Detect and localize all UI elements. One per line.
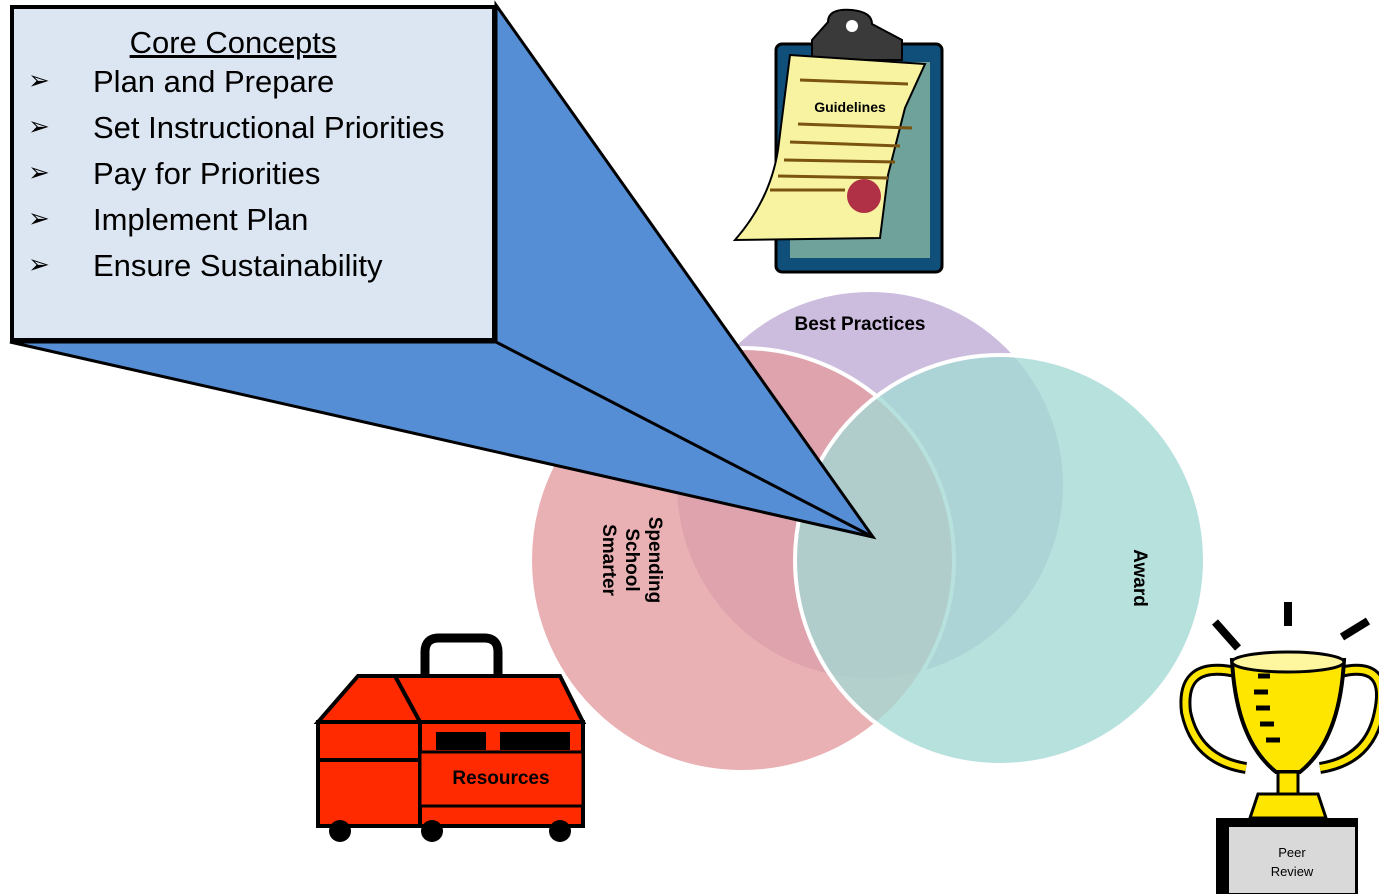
list-item: ➢ Plan and Prepare xyxy=(14,65,492,98)
smarter-school-spending-label: Smarter School Spending xyxy=(598,517,665,604)
callout-title: Core Concepts xyxy=(129,25,337,60)
toolbox-label: Resources xyxy=(452,768,549,789)
clipboard-label: Guidelines xyxy=(814,99,886,115)
smarter-label-line-3: Spending xyxy=(644,517,665,604)
clipboard-icon: Guidelines xyxy=(732,8,944,274)
callout-pointer xyxy=(9,0,877,540)
smarter-label-line-2: School xyxy=(621,528,642,591)
arrow-bullet-icon: ➢ xyxy=(28,250,50,280)
venn-circles xyxy=(528,288,1207,774)
best-practices-label: Best Practices xyxy=(795,314,926,335)
arrow-bullet-icon: ➢ xyxy=(28,158,50,188)
arrow-bullet-icon: ➢ xyxy=(28,112,50,142)
core-concepts-list: ➢ Plan and Prepare ➢ Set Instructional P… xyxy=(14,65,492,282)
list-item-text: Plan and Prepare xyxy=(93,64,335,99)
list-item-text: Implement Plan xyxy=(93,202,309,237)
trophy-label-line-2: Review xyxy=(1271,864,1314,879)
venn-circle-award xyxy=(793,353,1207,767)
list-item: ➢ Pay for Priorities xyxy=(14,157,492,190)
list-item-text: Set Instructional Priorities xyxy=(93,110,445,145)
core-concepts-callout: Core Concepts ➢ Plan and Prepare ➢ Set I… xyxy=(10,5,496,342)
trophy-label-line-1: Peer xyxy=(1278,845,1306,860)
arrow-bullet-icon: ➢ xyxy=(28,204,50,234)
smarter-label-line-1: Smarter xyxy=(598,524,619,596)
list-item-text: Pay for Priorities xyxy=(93,156,321,191)
award-label-group: Award xyxy=(1129,549,1150,607)
toolbox-icon: Resources xyxy=(313,633,587,842)
list-item: ➢ Ensure Sustainability xyxy=(14,249,492,282)
award-label: Award xyxy=(1129,549,1150,607)
trophy-icon: Peer Review xyxy=(1179,602,1379,894)
list-item: ➢ Set Instructional Priorities xyxy=(14,111,492,144)
list-item-text: Ensure Sustainability xyxy=(93,248,383,283)
list-item: ➢ Implement Plan xyxy=(14,203,492,236)
arrow-bullet-icon: ➢ xyxy=(28,66,50,96)
